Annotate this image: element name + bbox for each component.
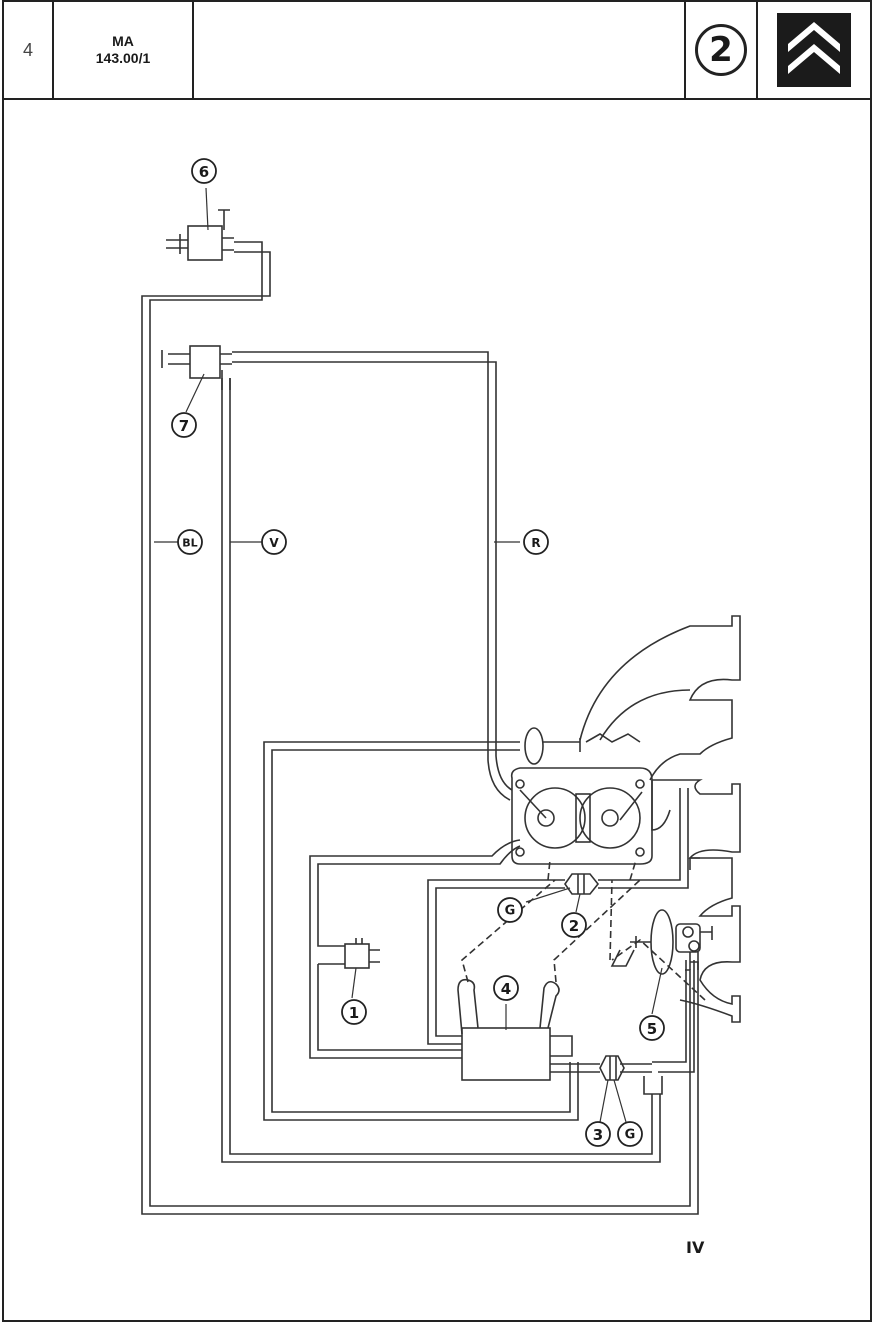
carburettor [510, 767, 653, 865]
callout-4-circle [493, 975, 519, 1001]
callout-g-top: G [505, 904, 516, 919]
callout-7: 7 [179, 417, 189, 435]
hose-v [221, 370, 661, 1163]
valve-7 [189, 345, 221, 379]
hose-g2 [427, 879, 565, 1045]
callout-g-bottom-circle [617, 1121, 643, 1147]
title-blank-cell [194, 2, 686, 98]
hose-bl [149, 241, 691, 1207]
hose-label-bl: BL [182, 537, 197, 550]
document-reference: MA 143.00/1 [54, 2, 194, 98]
callout-2: 2 [569, 917, 579, 935]
valve-1 [344, 943, 370, 969]
callout-3-circle [585, 1121, 611, 1147]
chapter-number-badge: 2 [695, 24, 747, 76]
title-block: 4 MA 143.00/1 2 [4, 2, 870, 100]
page-marker: IV [686, 1238, 705, 1257]
intake-manifold [579, 615, 741, 781]
callout-3: 3 [593, 1126, 603, 1144]
hose-r [232, 351, 511, 801]
callout-g-top-circle [497, 897, 523, 923]
callout-g-bottom: G [625, 1128, 636, 1143]
callout-1-circle [341, 999, 367, 1025]
double-chevron-logo-icon [777, 13, 851, 87]
valve-6 [187, 225, 223, 261]
callout-bl-circle [177, 529, 203, 555]
callout-4: 4 [501, 980, 511, 998]
doc-code-line2: 143.00/1 [95, 50, 151, 66]
callout-6: 6 [199, 163, 209, 181]
callout-7-circle [171, 412, 197, 438]
capsule-5 [650, 909, 674, 975]
doc-code-line1: MA [112, 33, 134, 49]
hose-label-v: V [269, 536, 279, 550]
callout-5: 5 [647, 1020, 657, 1038]
callout-1: 1 [349, 1004, 359, 1022]
chapter-cell: 2 [686, 2, 758, 98]
callout-v-circle [261, 529, 287, 555]
logo-cell [758, 2, 870, 98]
callout-r-circle [523, 529, 549, 555]
callout-2-circle [561, 912, 587, 938]
canister-4 [461, 1027, 551, 1081]
hose-label-r: R [531, 536, 540, 550]
callout-5-circle [639, 1015, 665, 1041]
callout-6-circle [191, 158, 217, 184]
restrictor-g2 [564, 873, 600, 895]
page-number: 4 [4, 2, 54, 98]
hose-outer-loop [263, 741, 579, 1121]
hose-valve1 [309, 839, 521, 1059]
restrictor-g3 [599, 1055, 625, 1081]
